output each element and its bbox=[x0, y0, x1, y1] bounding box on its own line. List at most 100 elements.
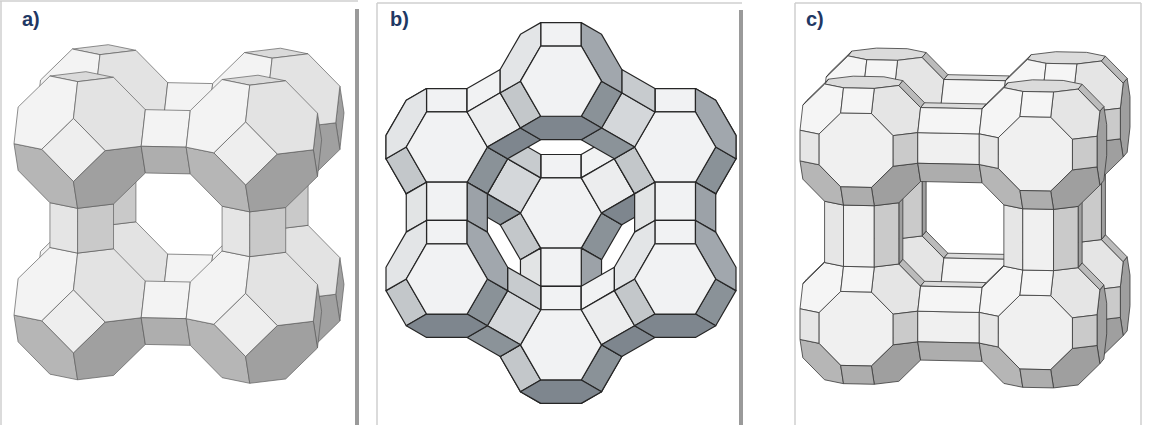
frame-line bbox=[794, 3, 796, 425]
polyhedron-face bbox=[73, 249, 145, 322]
polyhedron-face bbox=[541, 23, 582, 46]
polyhedron-face bbox=[14, 144, 78, 209]
polyhedron-face bbox=[186, 147, 250, 212]
polyhedron-face bbox=[141, 281, 190, 319]
ring-prism bbox=[825, 198, 903, 267]
polyhedron-face bbox=[1004, 205, 1023, 270]
panel-label: b) bbox=[390, 8, 409, 31]
polyhedron-face bbox=[800, 161, 844, 205]
polyhedron-face bbox=[899, 259, 925, 286]
polyhedron-face bbox=[186, 251, 250, 324]
polyhedron-face bbox=[1005, 55, 1031, 81]
frame-line bbox=[0, 0, 358, 2]
cage-polyhedron bbox=[14, 72, 149, 209]
ring-prism bbox=[918, 281, 986, 361]
polyhedron-face bbox=[844, 205, 875, 267]
polyhedron-face bbox=[1078, 202, 1082, 268]
panel-label: a) bbox=[22, 8, 40, 31]
polyhedron-face bbox=[427, 89, 468, 112]
ring-prism bbox=[1004, 202, 1082, 271]
polyhedron-face bbox=[141, 318, 190, 346]
polyhedron-face bbox=[655, 220, 696, 243]
polyhedron-face bbox=[73, 77, 145, 150]
framework-solids bbox=[14, 23, 1130, 404]
polyhedron-face bbox=[141, 146, 190, 174]
polyhedron-face bbox=[427, 220, 468, 243]
polyhedron-face bbox=[655, 89, 696, 112]
polyhedron-face bbox=[541, 286, 582, 309]
polyhedron-face bbox=[1072, 136, 1097, 170]
frame-line bbox=[0, 1, 2, 425]
polyhedron-face bbox=[246, 321, 318, 383]
polyhedron-face bbox=[1101, 235, 1127, 262]
frame-line bbox=[795, 2, 1141, 4]
polyhedron-face bbox=[246, 150, 318, 212]
polyhedron-face bbox=[918, 108, 982, 134]
polyhedron-face bbox=[800, 263, 844, 313]
ring-prism bbox=[222, 206, 286, 256]
polyhedron-face bbox=[406, 314, 487, 337]
polyhedron-face bbox=[508, 267, 541, 310]
polyhedron-face bbox=[841, 365, 875, 384]
polyhedron-face bbox=[841, 187, 875, 206]
polyhedron-face bbox=[520, 46, 601, 116]
polyhedron-face bbox=[841, 266, 875, 292]
polyhedron-face bbox=[1023, 209, 1054, 271]
polyhedron-face bbox=[1020, 91, 1054, 117]
frame-line bbox=[376, 3, 378, 425]
polyhedron-face bbox=[1051, 345, 1100, 387]
cage-polyhedron bbox=[500, 23, 622, 140]
framework-panel bbox=[14, 45, 344, 384]
cage-polyhedron bbox=[386, 220, 508, 337]
polyhedron-face bbox=[222, 206, 250, 256]
polyhedron-face bbox=[979, 312, 998, 346]
polyhedron-face bbox=[918, 286, 982, 312]
polyhedron-face bbox=[979, 88, 1023, 138]
polyhedron-face bbox=[1078, 263, 1104, 290]
cage-polyhedron bbox=[979, 80, 1106, 210]
cage-polyhedron bbox=[800, 76, 927, 206]
polyhedron-face bbox=[655, 182, 696, 220]
panel-label: c) bbox=[806, 8, 824, 31]
polyhedron-face bbox=[635, 314, 716, 337]
polyhedron-face bbox=[541, 154, 582, 177]
polyhedron-face bbox=[14, 247, 78, 320]
polyhedron-face bbox=[14, 76, 78, 149]
polyhedron-face bbox=[622, 69, 655, 112]
polyhedron-face bbox=[73, 146, 145, 208]
polyhedron-face bbox=[979, 134, 998, 168]
polyhedron-face bbox=[825, 201, 844, 266]
polyhedron-face bbox=[50, 203, 78, 253]
polyhedron-face bbox=[520, 380, 601, 403]
polyhedron-face bbox=[979, 343, 1023, 387]
polyhedron-face bbox=[73, 318, 145, 380]
polyhedron-face bbox=[800, 130, 819, 164]
polyhedron-face bbox=[918, 311, 980, 343]
polyhedron-face bbox=[899, 81, 925, 108]
polyhedron-face bbox=[1020, 270, 1054, 296]
polyhedron-face bbox=[918, 133, 980, 165]
polyhedron-face bbox=[826, 51, 852, 77]
polyhedron-face bbox=[803, 79, 829, 105]
polyhedron-face bbox=[1078, 84, 1104, 111]
framework-panel bbox=[386, 23, 736, 404]
polyhedron-face bbox=[800, 84, 844, 134]
polyhedron-face bbox=[246, 81, 318, 154]
polyhedron-face bbox=[186, 319, 250, 384]
polyhedron-face bbox=[871, 342, 920, 384]
polyhedron-face bbox=[841, 88, 875, 114]
polyhedron-face bbox=[246, 252, 318, 325]
polyhedron-face bbox=[655, 89, 696, 112]
polyhedron-face bbox=[406, 244, 487, 314]
polyhedron-face bbox=[541, 248, 582, 286]
polyhedron-face bbox=[141, 110, 190, 148]
polyhedron-face bbox=[922, 53, 948, 80]
polyhedron-face bbox=[979, 165, 1023, 209]
polyhedron-face bbox=[1051, 167, 1100, 209]
cage-polyhedron bbox=[800, 255, 927, 385]
polyhedron-face bbox=[899, 198, 903, 264]
frame-line bbox=[355, 9, 359, 425]
polyhedron-face bbox=[186, 80, 250, 153]
